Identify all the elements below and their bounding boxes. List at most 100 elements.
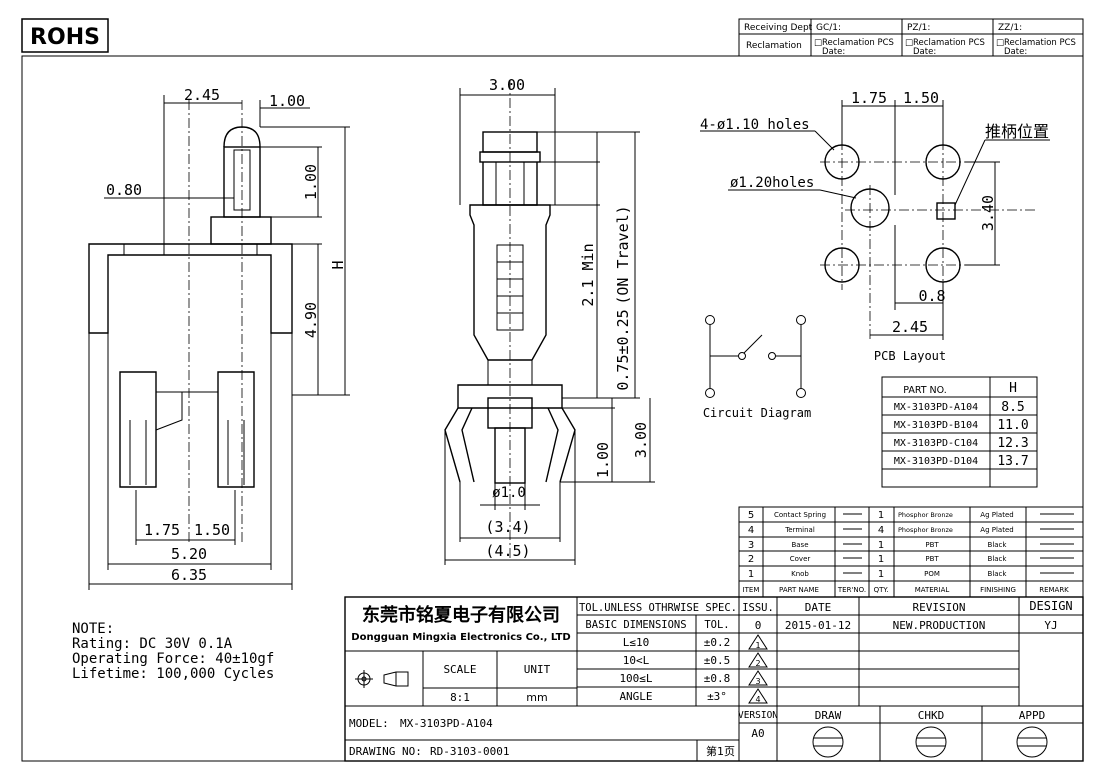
part-no-header: PART NO.	[903, 385, 947, 396]
revision-triangles: 1 2 3 4	[748, 634, 768, 704]
bom-name-4: Terminal	[784, 526, 815, 534]
bom-hdr-ter-no: TER'NO.	[837, 586, 866, 594]
rohs-label: ROHS	[30, 25, 100, 50]
dim-1-00: 1.00	[269, 92, 305, 110]
bom-finish-4: Ag Plated	[980, 526, 1013, 534]
bom-qty-2: 1	[878, 554, 884, 565]
circuit-caption: Circuit Diagram	[703, 406, 811, 420]
dim-1-75: 1.75	[144, 521, 180, 539]
pz-label: PZ/1:	[907, 23, 930, 33]
tol-row-1-dim: L≤10	[623, 636, 650, 649]
side-view: 3.00 2.1 Min (ON Travel) 0.75±0.25 1.00 …	[444, 76, 655, 565]
note-title: NOTE:	[72, 621, 114, 637]
drawing-no-label: DRAWING NO:	[349, 745, 422, 758]
note-rating: Rating: DC 30V 0.1A	[72, 636, 233, 652]
unit-value: mm	[526, 691, 547, 704]
date-label: DATE	[805, 601, 832, 614]
part-h-row-4: 13.7	[997, 454, 1028, 469]
unit-label: UNIT	[524, 663, 551, 676]
bom-hdr-qty: QTY.	[874, 586, 889, 594]
company-cn: 东莞市铭夏电子有限公司	[362, 604, 560, 626]
pcb-caption: PCB Layout	[874, 349, 946, 363]
bom-name-5: Contact Spring	[774, 511, 826, 519]
dim-phi-1-0: ø1.0	[492, 485, 526, 501]
part-h-row-1: 8.5	[1001, 400, 1024, 415]
model-value: MX-3103PD-A104	[400, 717, 493, 730]
part-number-table: PART NO. H MX-3103PD-A104 8.5 MX-3103PD-…	[881, 376, 1038, 488]
dim-3-00-side: 3.00	[632, 422, 650, 458]
dim-4-90: 4.90	[302, 302, 320, 338]
part-h-row-2: 11.0	[997, 418, 1028, 433]
tol-row-4-dim: ANGLE	[619, 690, 652, 703]
design-value: YJ	[1044, 619, 1057, 632]
tol-row-2-val: ±0.5	[704, 654, 731, 667]
bom-qty-5: 1	[878, 510, 884, 521]
reclamation-label: Reclamation	[746, 41, 802, 51]
approval-stamps	[812, 726, 1048, 758]
issu-value: 0	[755, 619, 762, 632]
bom-name-1: Knob	[791, 570, 809, 578]
title-block: 东莞市铭夏电子有限公司 Dongguan Mingxia Electronics…	[344, 596, 1084, 762]
pcb-dim-3-40: 3.40	[979, 195, 997, 231]
draw-label: DRAW	[815, 709, 842, 722]
dim-on-travel: (ON Travel)	[614, 205, 632, 304]
dim-2-1-min: 2.1 Min	[579, 243, 597, 306]
chkd-stamp-icon	[915, 726, 947, 758]
bom-finish-3: Black	[988, 541, 1008, 549]
dim-5-20: 5.20	[171, 545, 207, 563]
tol-row-4-val: ±3°	[707, 690, 727, 703]
company-en: Dongguan Mingxia Electronics Co., LTD	[351, 632, 570, 643]
bom-item-1: 1	[748, 569, 754, 580]
bom-material-5: Phosphor Bronze	[898, 511, 953, 519]
revision-label: REVISION	[913, 601, 966, 614]
approval-header: Receiving Dept Reclamation GC/1: PZ/1: Z…	[738, 18, 1084, 57]
dim-3-00: 3.00	[489, 76, 525, 94]
part-h-header: H	[1009, 381, 1017, 396]
rev-mark-4: 4	[755, 695, 760, 704]
rec-pcs-zz: □Reclamation PCS	[996, 38, 1076, 48]
pcb-dim-0-8: 0.8	[918, 287, 945, 305]
pcb-dim-2-45: 2.45	[892, 318, 928, 336]
bom-hdr-item: ITEM	[743, 586, 760, 594]
tol-row-1-val: ±0.2	[704, 636, 731, 649]
bom-hdr-material: MATERIAL	[915, 586, 950, 594]
bom-material-4: Phosphor Bronze	[898, 526, 953, 534]
part-no-row-4: MX-3103PD-D104	[894, 456, 978, 467]
pcb-holes-4: 4-ø1.10 holes	[700, 117, 810, 133]
date-value: 2015-01-12	[785, 619, 851, 632]
bom-material-3: PBT	[925, 541, 939, 549]
bom-hdr-part-name: PART NAME	[779, 586, 819, 594]
dim-6-35: 6.35	[171, 566, 207, 584]
rec-pcs-gc: □Reclamation PCS	[814, 38, 894, 48]
part-no-row-2: MX-3103PD-B104	[894, 420, 978, 431]
issu-label: ISSU.	[742, 602, 774, 614]
receiving-dept: Receiving Dept	[744, 23, 813, 33]
bom-item-4: 4	[748, 525, 754, 536]
page-number: 第1页	[706, 744, 735, 758]
dim-0-80: 0.80	[106, 181, 142, 199]
bom-qty-1: 1	[878, 569, 884, 580]
pcb-handle-position: 推柄位置	[985, 122, 1049, 141]
bom-hdr-finishing: FINISHING	[980, 586, 1016, 594]
dim-1-50: 1.50	[194, 521, 230, 539]
appd-stamp-icon	[1016, 726, 1048, 758]
pcb-holes-2: ø1.20holes	[730, 175, 814, 191]
rec-date-zz: Date:	[1004, 47, 1027, 57]
dim-2-45: 2.45	[184, 86, 220, 104]
scale-label: SCALE	[443, 663, 476, 676]
revision-value: NEW.PRODUCTION	[893, 619, 986, 632]
model-label: MODEL:	[349, 717, 389, 730]
bom-name-2: Cover	[790, 555, 811, 563]
rev-mark-2: 2	[755, 659, 760, 668]
bom-item-5: 5	[748, 510, 754, 521]
bom-qty-4: 4	[878, 525, 884, 536]
part-no-row-3: MX-3103PD-C104	[894, 438, 978, 449]
dim-1-00-vert: 1.00	[302, 164, 320, 200]
dim-1-00-side: 1.00	[594, 442, 612, 478]
bom-name-3: Base	[791, 541, 808, 549]
bom-table: 5 Contact Spring 1 Phosphor Bronze Ag Pl…	[738, 506, 1084, 598]
basic-dim: BASIC DIMENSIONS	[585, 619, 686, 631]
bom-item-3: 3	[748, 540, 754, 551]
bom-item-2: 2	[748, 554, 754, 565]
